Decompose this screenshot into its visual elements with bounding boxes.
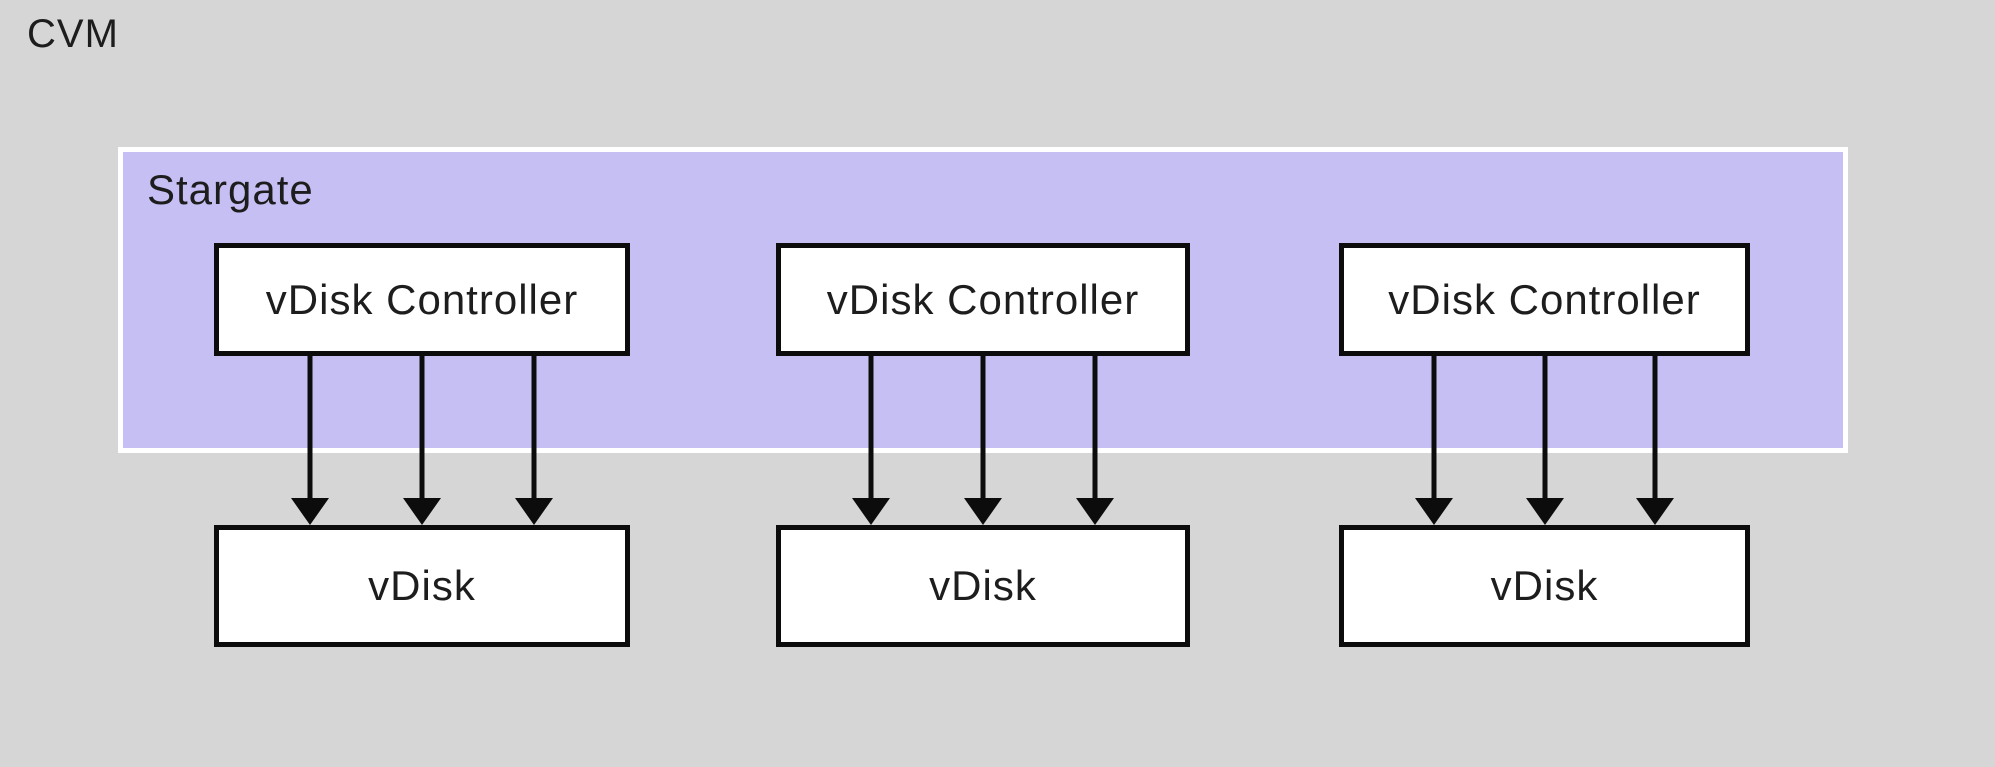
- arrow-head: [964, 498, 1002, 525]
- arrow-down-icon: [514, 356, 554, 525]
- arrow-down-icon: [1414, 356, 1454, 525]
- arrow-shaft: [531, 356, 537, 498]
- arrow-down-icon: [402, 356, 442, 525]
- vdisk-controller-box: vDisk Controller: [1339, 243, 1750, 356]
- vdisk-group: vDisk Controller vDisk: [1339, 243, 1750, 647]
- arrow-head: [290, 498, 329, 525]
- vdisk-group: vDisk Controller vDisk: [776, 243, 1190, 647]
- vdisk-label: vDisk: [1490, 562, 1599, 609]
- arrow-head: [1525, 498, 1564, 525]
- arrow-down-icon: [963, 356, 1003, 525]
- arrow-down-icon: [1635, 356, 1675, 525]
- arrow-down-icon: [851, 356, 891, 525]
- arrow-head: [1414, 498, 1453, 525]
- vdisk-controller-box: vDisk Controller: [776, 243, 1190, 356]
- arrow-shaft: [868, 356, 874, 498]
- arrow-shaft: [1542, 356, 1547, 498]
- arrow-shaft: [1652, 356, 1658, 498]
- arrow-head: [1075, 498, 1114, 525]
- arrow-shaft: [419, 356, 425, 498]
- vdisk-group: vDisk Controller vDisk: [214, 243, 630, 647]
- arrow-shaft: [1092, 356, 1098, 498]
- vdisk-controller-label: vDisk Controller: [265, 275, 579, 323]
- vdisk-controller-label: vDisk Controller: [1388, 275, 1701, 323]
- vdisk-controller-label: vDisk Controller: [826, 275, 1140, 323]
- arrow-head: [1636, 498, 1675, 525]
- arrow-head: [852, 498, 891, 525]
- arrow-shaft: [1431, 356, 1437, 498]
- arrow-down-icon: [1525, 356, 1565, 525]
- arrow-head: [403, 498, 441, 525]
- vdisk-label: vDisk: [929, 562, 1037, 609]
- arrow-down-icon: [1075, 356, 1115, 525]
- arrow-shaft: [307, 356, 313, 498]
- vdisk-box: vDisk: [1339, 525, 1750, 647]
- stargate-label: Stargate: [147, 166, 314, 213]
- vdisk-label: vDisk: [368, 562, 476, 609]
- cvm-label: CVM: [27, 12, 119, 56]
- vdisk-controller-box: vDisk Controller: [214, 243, 630, 356]
- arrow-head: [515, 498, 554, 525]
- arrow-shaft: [980, 356, 986, 498]
- arrow-down-icon: [290, 356, 330, 525]
- vdisk-box: vDisk: [776, 525, 1190, 647]
- vdisk-box: vDisk: [214, 525, 630, 647]
